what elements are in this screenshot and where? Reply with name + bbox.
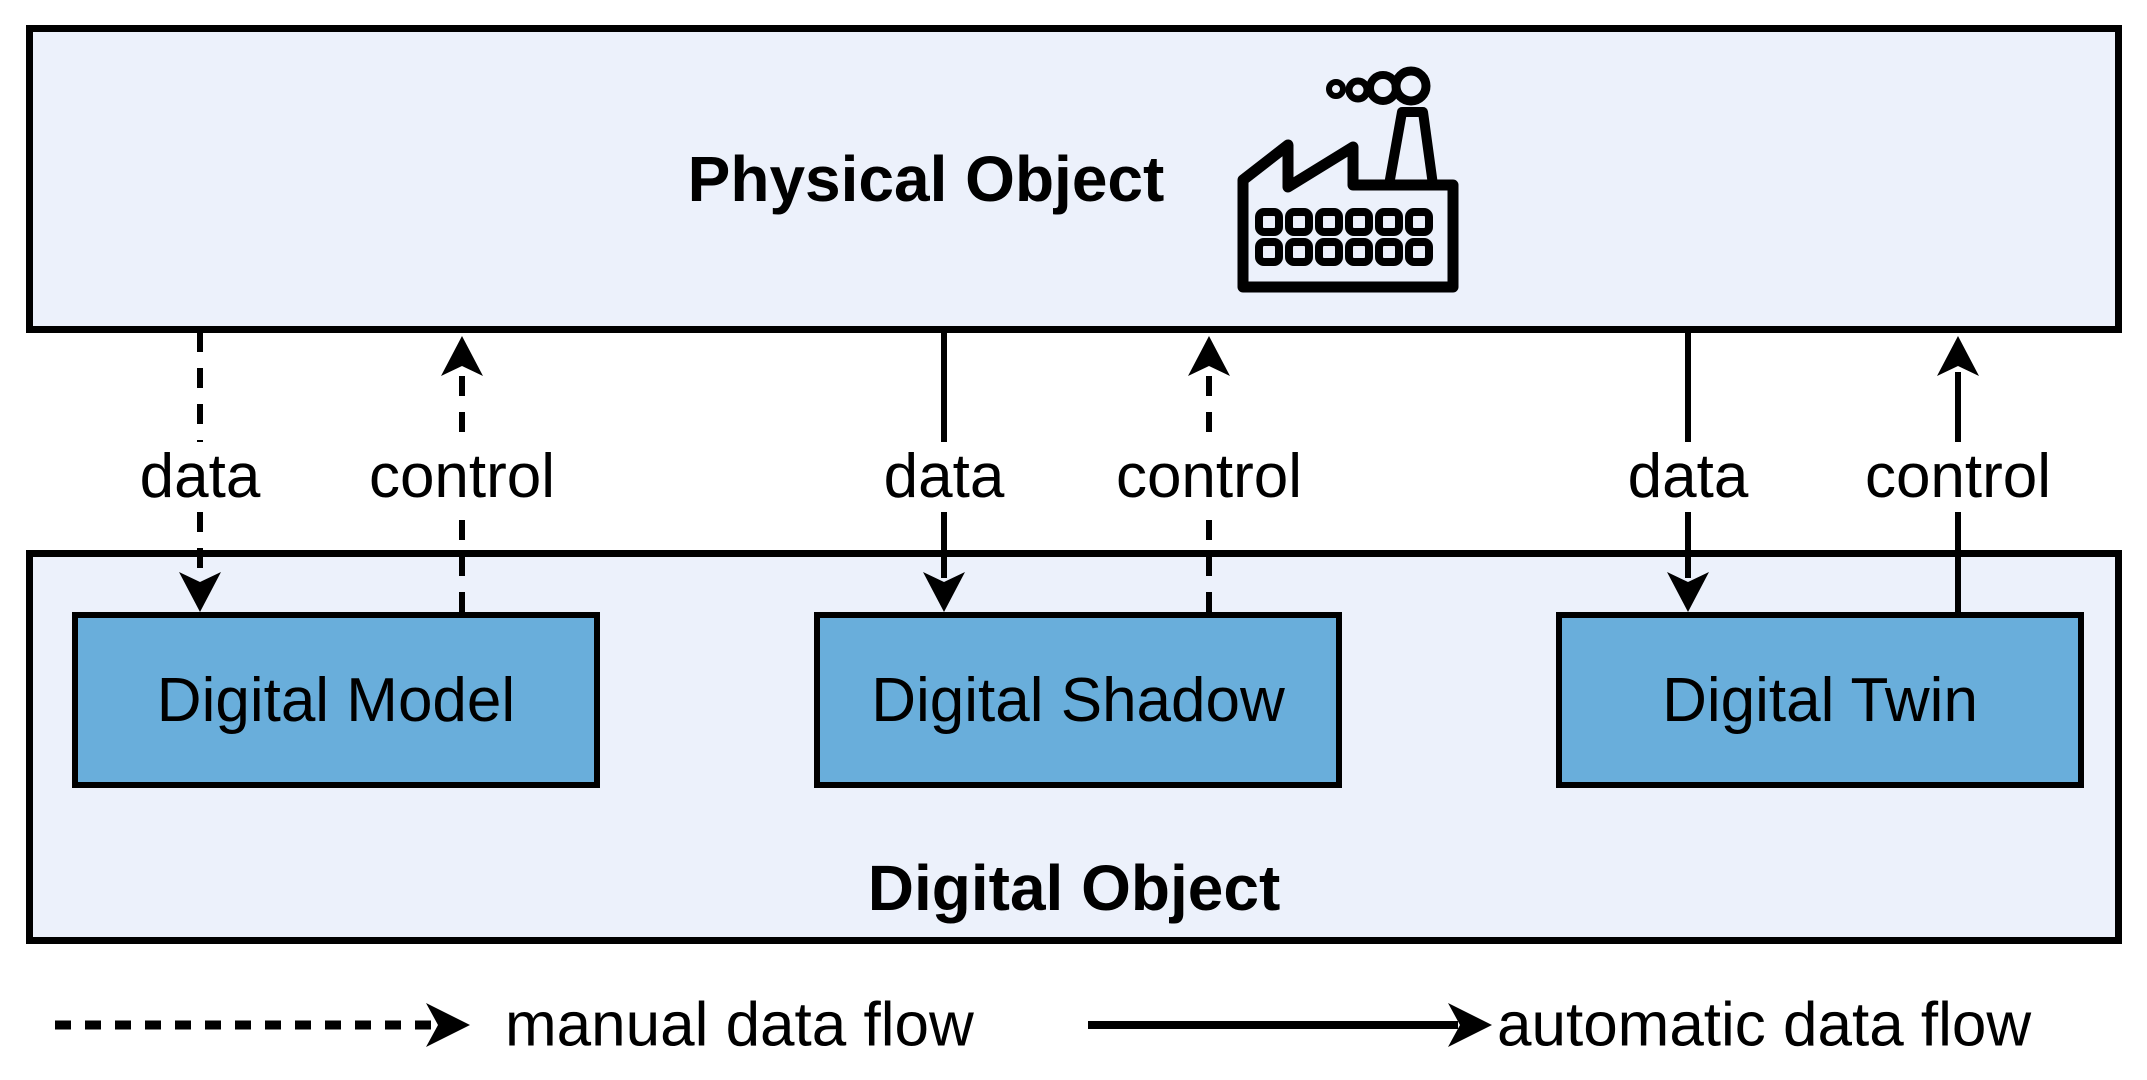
digital-twin-label: Digital Twin [1662,665,1978,735]
physical-object-label: Physical Object [687,143,1165,215]
digital-twin-data-flow-label: data [1615,442,1761,512]
digital-shadow-data-flow-label: data [871,442,1017,512]
digital-twin-control-flow-label: control [1852,442,2064,512]
digital-shadow-control-flow-label: control [1103,442,1315,512]
digital-model-box: Digital Model [72,612,600,788]
digital-shadow-box: Digital Shadow [814,612,1342,788]
legend-manual-label: manual data flow [505,990,974,1060]
digital-model-data-flow-label: data [127,442,273,512]
factory-icon [1237,66,1459,293]
digital-model-control-flow-label: control [356,442,568,512]
digital-twin-box: Digital Twin [1556,612,2084,788]
legend-manual-arrow [55,1003,470,1047]
digital-object-label: Digital Object [867,852,1281,924]
digital-shadow-label: Digital Shadow [871,665,1285,735]
legend-automatic-arrow [1088,1003,1492,1047]
physical-object-box: Physical Object [26,25,2122,333]
digital-model-label: Digital Model [156,665,516,735]
legend-automatic-label: automatic data flow [1497,990,2032,1060]
